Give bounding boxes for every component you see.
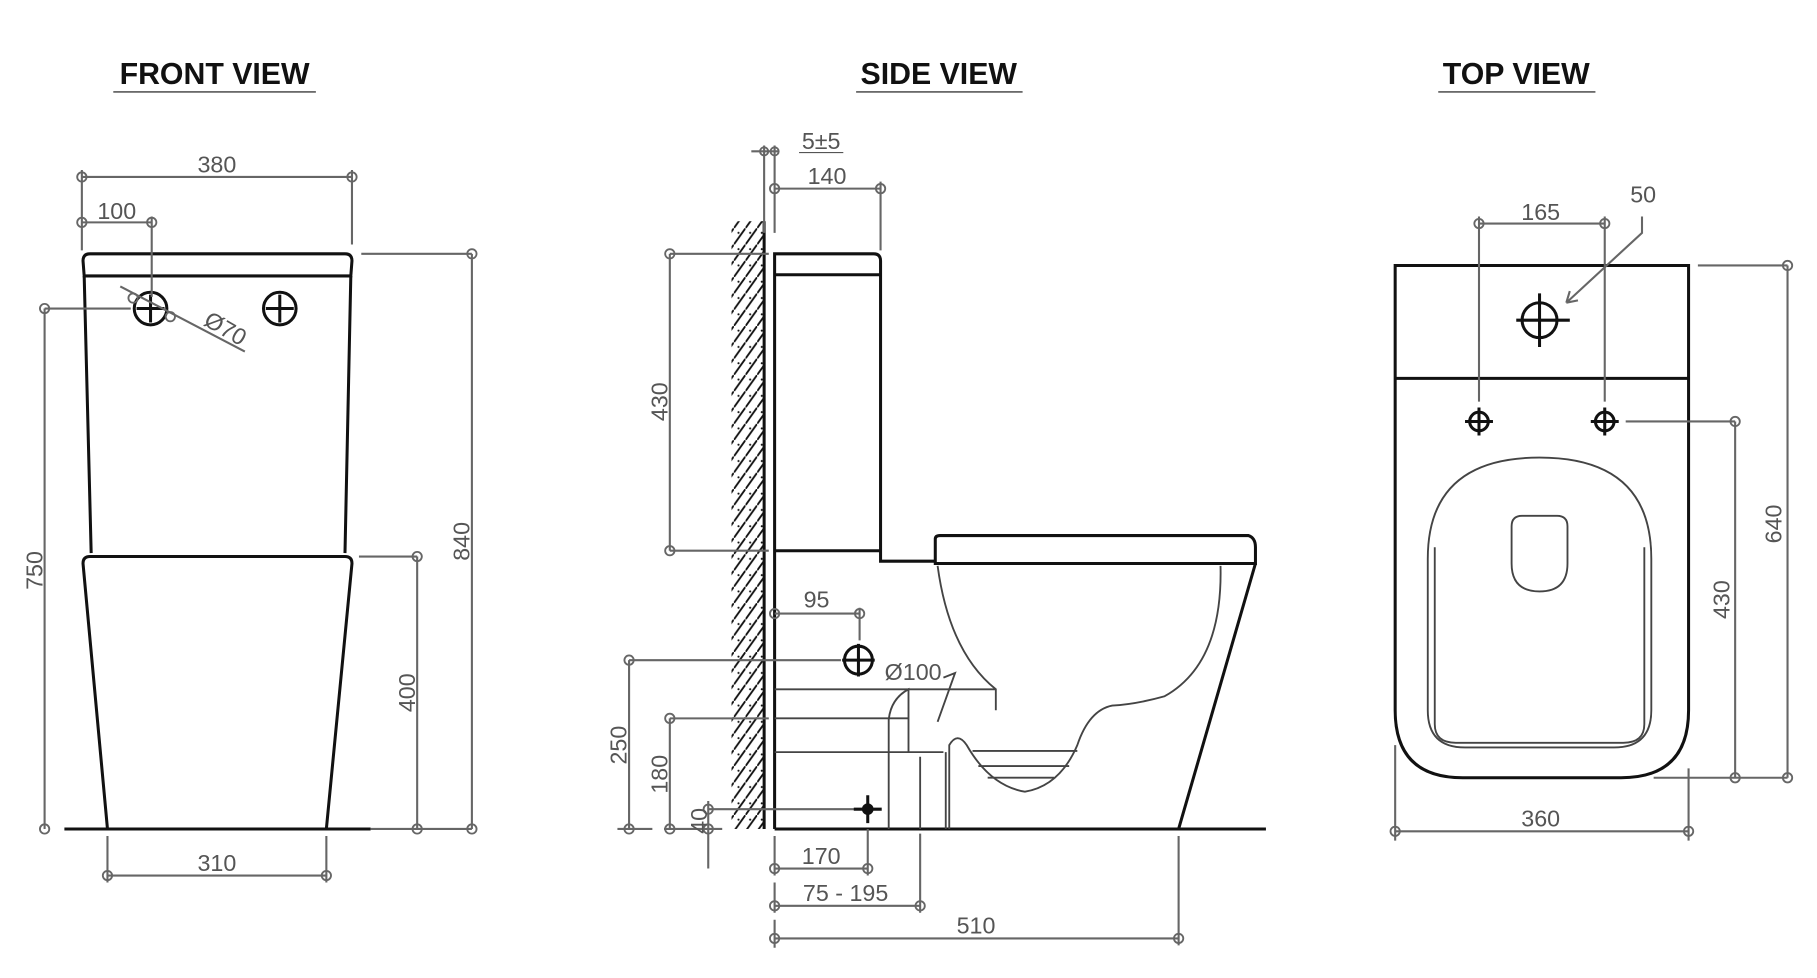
top-view: TOP VIEW 165 50	[1389, 58, 1794, 841]
dim-base-width: 310	[198, 850, 237, 876]
dim-hole-diameter: Ø70	[200, 306, 251, 351]
side-view: SIDE VIEW 5±5 140	[606, 58, 1266, 948]
water-inlet-hole-icon	[261, 290, 298, 327]
front-bowl	[64, 555, 371, 831]
dim-width: 360	[1521, 806, 1560, 832]
dim-fix-to-front: 430	[1708, 580, 1734, 619]
dim-total-length: 640	[1761, 504, 1787, 543]
top-outline	[1393, 263, 1691, 780]
dim-floor-fix-offset: 170	[802, 843, 841, 869]
wall-hatch	[731, 221, 763, 829]
dim-tank-height: 430	[646, 382, 672, 421]
dim-hole-offset: 100	[97, 198, 136, 224]
dim-wall-gap: 5±5	[802, 128, 841, 154]
water-inlet-hole-icon	[132, 290, 169, 327]
inlet-hole-icon	[842, 643, 875, 677]
dim-width-top: 380	[198, 151, 237, 177]
dim-fix-spacing: 165	[1521, 199, 1560, 225]
dim-outlet-height: 180	[646, 755, 672, 794]
dim-hole-size: 50	[1630, 182, 1656, 208]
seat-fixing-hole-icon	[1465, 407, 1493, 436]
side-view-title: SIDE VIEW	[861, 58, 1018, 91]
flush-button-hole-icon	[1516, 293, 1570, 347]
dim-floor-fix-height: 40	[686, 808, 712, 834]
seat-outline	[1426, 456, 1653, 749]
side-tank	[773, 252, 936, 829]
dim-hole-height: 750	[21, 551, 47, 590]
dim-tank-depth: 140	[808, 163, 847, 189]
dim-inlet-offset: 95	[804, 587, 830, 613]
dim-inlet-height: 250	[606, 726, 632, 765]
front-view: FRONT VIEW Ø70 380 100 750	[21, 58, 478, 883]
seat-fixing-hole-icon	[1590, 407, 1619, 436]
floor-fixing-icon	[853, 795, 882, 824]
dim-bowl-height: 400	[394, 673, 420, 712]
dim-total-height: 840	[449, 522, 475, 561]
front-view-title: FRONT VIEW	[120, 58, 310, 91]
top-view-title: TOP VIEW	[1443, 58, 1590, 91]
front-tank	[81, 252, 354, 554]
dim-total-depth: 510	[957, 913, 996, 939]
side-bowl	[774, 534, 1266, 831]
dim-outlet-diameter: Ø100	[885, 659, 942, 685]
dim-outlet-setout: 75 - 195	[803, 880, 888, 906]
